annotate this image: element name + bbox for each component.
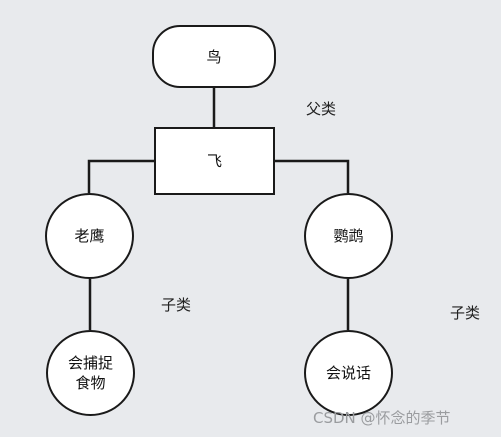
node-bird: 鸟 xyxy=(152,25,276,88)
child-class-label-right: 子类 xyxy=(450,304,481,322)
node-eagle: 老鹰 xyxy=(45,193,134,279)
node-fly: 飞 xyxy=(154,127,275,195)
parent-class-label: 父类 xyxy=(306,100,337,118)
node-catch-food-label: 会捕捉食物 xyxy=(68,354,114,392)
node-can-talk-label: 会说话 xyxy=(325,364,371,382)
watermark: CSDN @怀念的季节 xyxy=(313,409,451,427)
node-can-talk: 会说话 xyxy=(304,330,393,416)
node-eagle-label: 老鹰 xyxy=(74,227,105,245)
node-parrot: 鹦鹉 xyxy=(304,193,393,279)
node-parrot-label: 鹦鹉 xyxy=(333,227,364,245)
node-bird-label: 鸟 xyxy=(206,47,222,66)
node-fly-label: 飞 xyxy=(206,152,222,170)
node-catch-food: 会捕捉食物 xyxy=(46,330,135,416)
connector-fly-parrot xyxy=(275,159,350,193)
connector-fly-eagle xyxy=(87,159,154,193)
child-class-label-left: 子类 xyxy=(161,296,192,314)
